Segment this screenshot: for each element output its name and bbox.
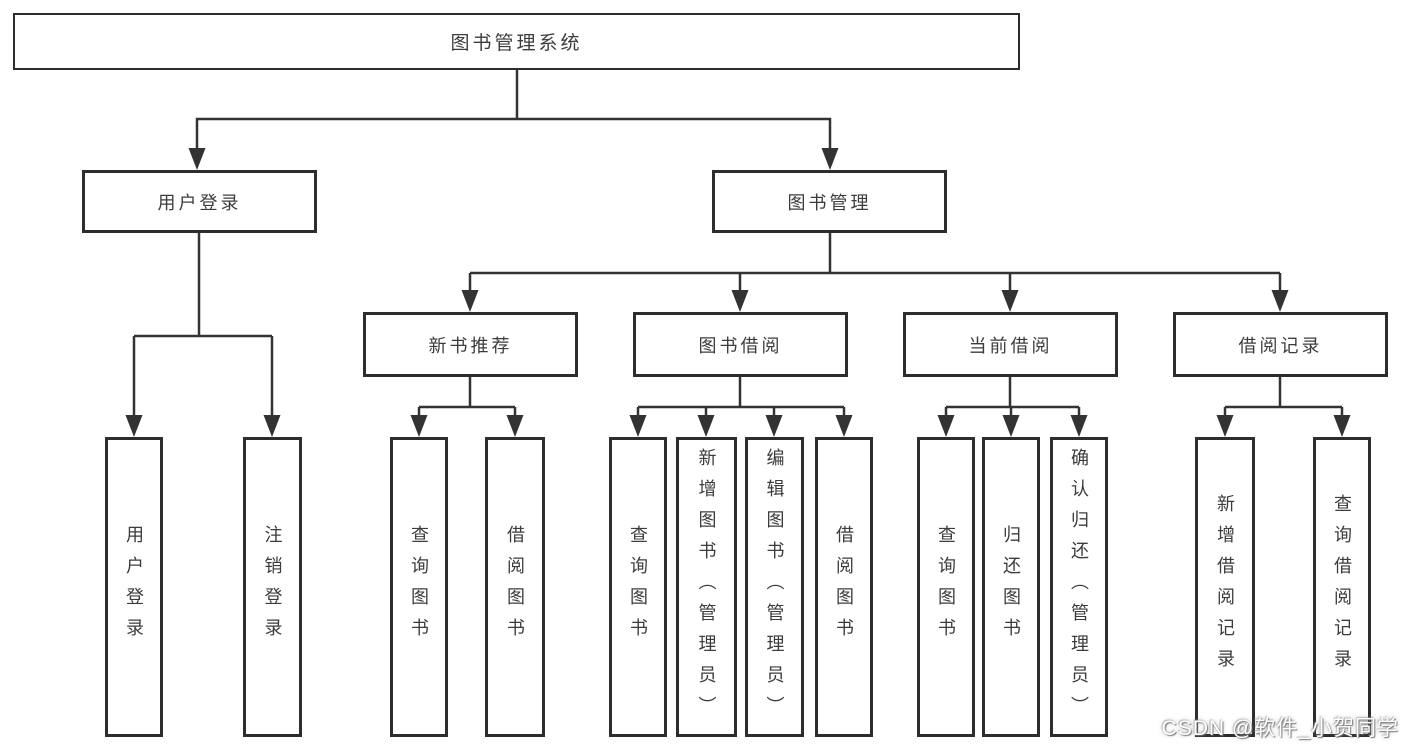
node-return-book: 归还图书 xyxy=(982,437,1040,737)
node-new-book-recommend: 新书推荐 xyxy=(363,312,578,377)
node-query-borrow-record: 查询借阅记录 xyxy=(1313,437,1371,737)
node-query-book-borrow: 查询图书 xyxy=(609,437,667,737)
node-borrow-records: 借阅记录 xyxy=(1173,312,1388,377)
node-edit-book-admin: 编辑图书（管理员） xyxy=(745,437,804,737)
node-query-book-recommend: 查询图书 xyxy=(390,437,448,737)
node-add-borrow-record: 新增借阅记录 xyxy=(1195,437,1255,737)
node-user-login: 用户登录 xyxy=(82,170,317,233)
node-confirm-return-admin: 确认归还（管理员） xyxy=(1050,437,1108,737)
node-book-borrow: 图书借阅 xyxy=(633,312,848,377)
node-query-book-current: 查询图书 xyxy=(917,437,975,737)
node-borrow-book: 借阅图书 xyxy=(815,437,873,737)
node-book-management: 图书管理 xyxy=(712,170,947,233)
watermark: CSDN @软件_小贺同学 xyxy=(1161,717,1399,740)
node-logout: 注销登录 xyxy=(243,437,302,737)
node-add-book-admin: 新增图书（管理员） xyxy=(676,437,737,737)
connector-stems xyxy=(132,70,1344,420)
node-user-login-leaf: 用户登录 xyxy=(105,437,163,737)
node-current-borrow: 当前借阅 xyxy=(903,312,1118,377)
node-borrow-book-recommend: 借阅图书 xyxy=(485,437,545,737)
arrowhead-icons xyxy=(125,148,1351,437)
node-library-system: 图书管理系统 xyxy=(13,13,1020,70)
